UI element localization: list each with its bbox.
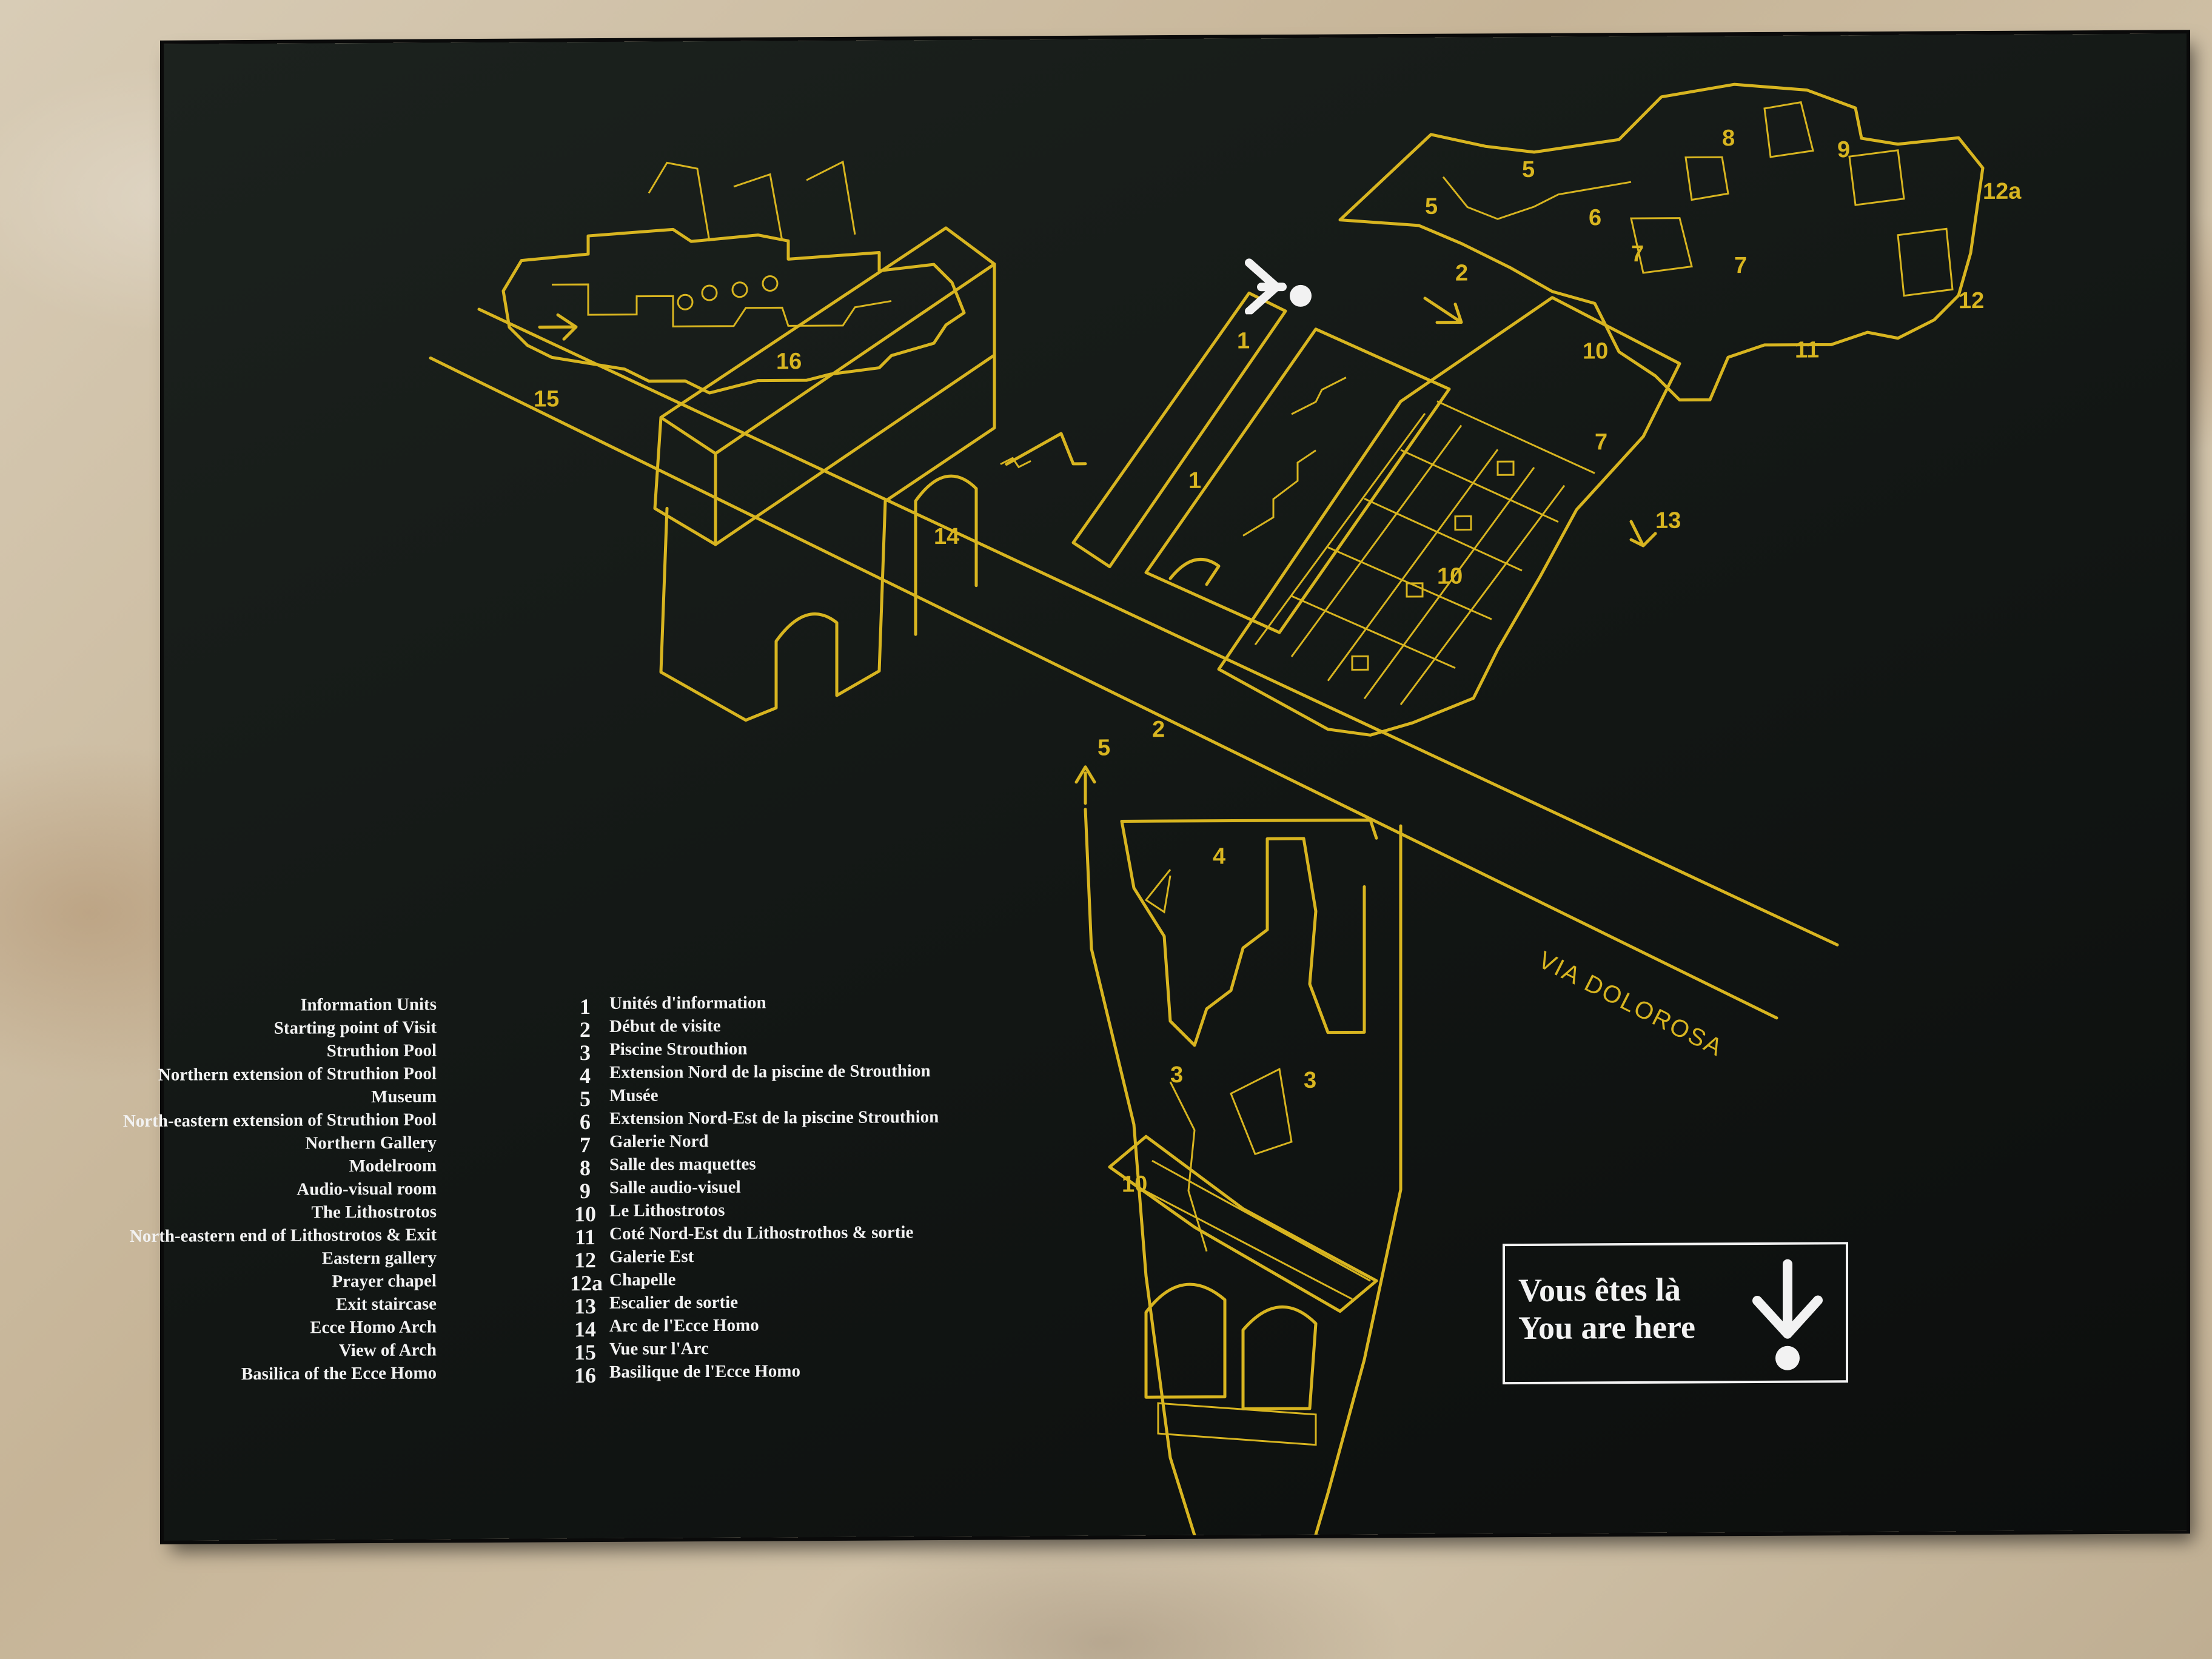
map-number-4: 4 [1213, 843, 1226, 870]
legend-number: 1 [580, 994, 591, 1019]
legend-label-fr: Coté Nord-Est du Lithostrothos & sortie [609, 1222, 914, 1244]
map-number-2-a: 2 [1455, 260, 1469, 286]
legend-number: 2 [580, 1017, 591, 1042]
legend-label-fr: Salle audio-visuel [609, 1177, 741, 1198]
legend-label-en: North-eastern extension of Struthion Poo… [122, 1110, 437, 1131]
legend-label-en: Starting point of Visit [273, 1017, 437, 1038]
legend-label-en: Museum [371, 1087, 437, 1107]
legend-label-fr: Piscine Strouthion [609, 1039, 748, 1059]
map-number-5-b: 5 [1425, 193, 1438, 220]
legend-label-en: Struthion Pool [326, 1041, 437, 1061]
map-number-1-a: 1 [1237, 328, 1250, 354]
map-number-3-a: 3 [1170, 1062, 1184, 1088]
legend-label-fr: Chapelle [609, 1270, 676, 1290]
legend-label-fr: Galerie Est [609, 1247, 694, 1267]
you-are-here-text: Vous êtes là You are here [1518, 1271, 1695, 1347]
map-number-8: 8 [1722, 126, 1735, 152]
map-number-15: 15 [534, 386, 560, 412]
legend-number: 6 [580, 1110, 591, 1134]
legend-label-fr: Unités d'information [609, 993, 766, 1013]
legend-number: 15 [574, 1340, 596, 1365]
map-number-12a: 12a [1983, 178, 2022, 205]
legend-label-fr: Basilique de l'Ecce Homo [609, 1361, 800, 1382]
legend-number: 16 [574, 1363, 596, 1388]
legend-number: 7 [580, 1133, 591, 1158]
you-are-here-fr: Vous êtes là [1518, 1271, 1681, 1309]
legend-label-en: Exit staircase [335, 1294, 437, 1315]
legend-number: 3 [580, 1041, 591, 1065]
legend-label-fr: Escalier de sortie [609, 1292, 739, 1313]
basilica-plan [501, 160, 966, 395]
legend-label-fr: Début de visite [609, 1016, 721, 1036]
map-number-13: 13 [1655, 508, 1681, 534]
direction-arrows [538, 297, 1657, 805]
map-number-7-c: 7 [1595, 429, 1608, 455]
map-number-10-c: 10 [1122, 1171, 1148, 1198]
map-number-11: 11 [1795, 337, 1820, 363]
you-are-here-box: Vous êtes là You are here [1503, 1242, 1848, 1385]
you-are-here-en: You are here [1518, 1309, 1695, 1347]
legend-label-en: Modelroom [349, 1156, 437, 1176]
legend-label-en: Northern Gallery [305, 1133, 437, 1153]
legend-label-fr: Musée [609, 1085, 659, 1105]
map-number-6: 6 [1589, 205, 1602, 231]
legend-number: 12 [574, 1248, 596, 1273]
legend-number: 11 [574, 1225, 595, 1250]
via-dolorosa-street [429, 307, 1839, 1020]
legend-number: 4 [580, 1064, 591, 1088]
legend-label-fr: Extension Nord-Est de la piscine Strouth… [609, 1107, 939, 1128]
legend-label-fr: Arc de l'Ecce Homo [609, 1315, 759, 1336]
legend-label-en: North-eastern end of Lithostrotos & Exit [129, 1225, 437, 1247]
legend-number: 8 [580, 1156, 591, 1181]
site-map-board: 15 16 14 1 1 2 2 5 5 5 6 7 7 7 8 9 10 10… [123, 33, 2187, 1541]
northern-galleries [1338, 82, 1985, 402]
map-number-2-b: 2 [1152, 717, 1165, 743]
legend-number: 13 [574, 1294, 596, 1319]
legend-label-fr: Vue sur l'Arc [609, 1339, 709, 1359]
ecce-homo-arch [653, 226, 1087, 722]
map-number-7-a: 7 [1631, 241, 1644, 267]
map-number-10-b: 10 [1437, 563, 1463, 589]
legend-number: 10 [574, 1202, 596, 1227]
legend-label-en: Eastern gallery [321, 1248, 437, 1269]
legend-label-en: View of Arch [338, 1340, 437, 1361]
start-point-marker-icon [1245, 258, 1312, 315]
legend-label-fr: Le Lithostrotos [609, 1200, 725, 1221]
legend-label-fr: Galerie Nord [609, 1131, 709, 1151]
legend-number: 12a [570, 1270, 603, 1296]
legend-label-en: Information Units [300, 994, 437, 1015]
legend-number: 14 [574, 1317, 596, 1342]
lithostrotos-pavement [1217, 296, 1681, 737]
legend-label-fr: Extension Nord de la piscine de Strouthi… [609, 1061, 931, 1082]
legend-label-en: Prayer chapel [332, 1271, 437, 1292]
map-number-16: 16 [776, 349, 802, 375]
map-number-10-a: 10 [1583, 338, 1609, 364]
map-number-1-b: 1 [1188, 468, 1202, 494]
legend-number: 9 [580, 1179, 591, 1204]
legend-row: Basilica of the Ecce Homo 16 Basilique de … [164, 1360, 1073, 1388]
legend-label-en: Audio-visual room [297, 1179, 437, 1199]
map-number-5-a: 5 [1522, 156, 1535, 183]
map-number-14: 14 [934, 523, 960, 550]
struthion-pool-section [1084, 808, 1403, 1537]
legend-label-en: The Lithostrotos [311, 1202, 437, 1222]
legend-label-fr: Salle des maquettes [609, 1154, 756, 1175]
map-number-12-a: 12 [1959, 288, 1985, 314]
map-number-7-b: 7 [1734, 253, 1748, 279]
legend-label-en: Basilica of the Ecce Homo [241, 1363, 437, 1384]
map-number-5-c: 5 [1098, 735, 1111, 761]
legend-label-en: Northern extension of Struthion Pool [158, 1064, 437, 1085]
information-units-area [1071, 291, 1451, 634]
legend-label-en: Ecce Homo Arch [310, 1317, 437, 1338]
site-plan-drawing [429, 82, 1985, 1537]
down-arrow-icon [1752, 1259, 1823, 1370]
legend-number: 5 [580, 1087, 591, 1111]
map-number-9: 9 [1837, 137, 1851, 163]
map-number-3-b: 3 [1304, 1067, 1317, 1093]
